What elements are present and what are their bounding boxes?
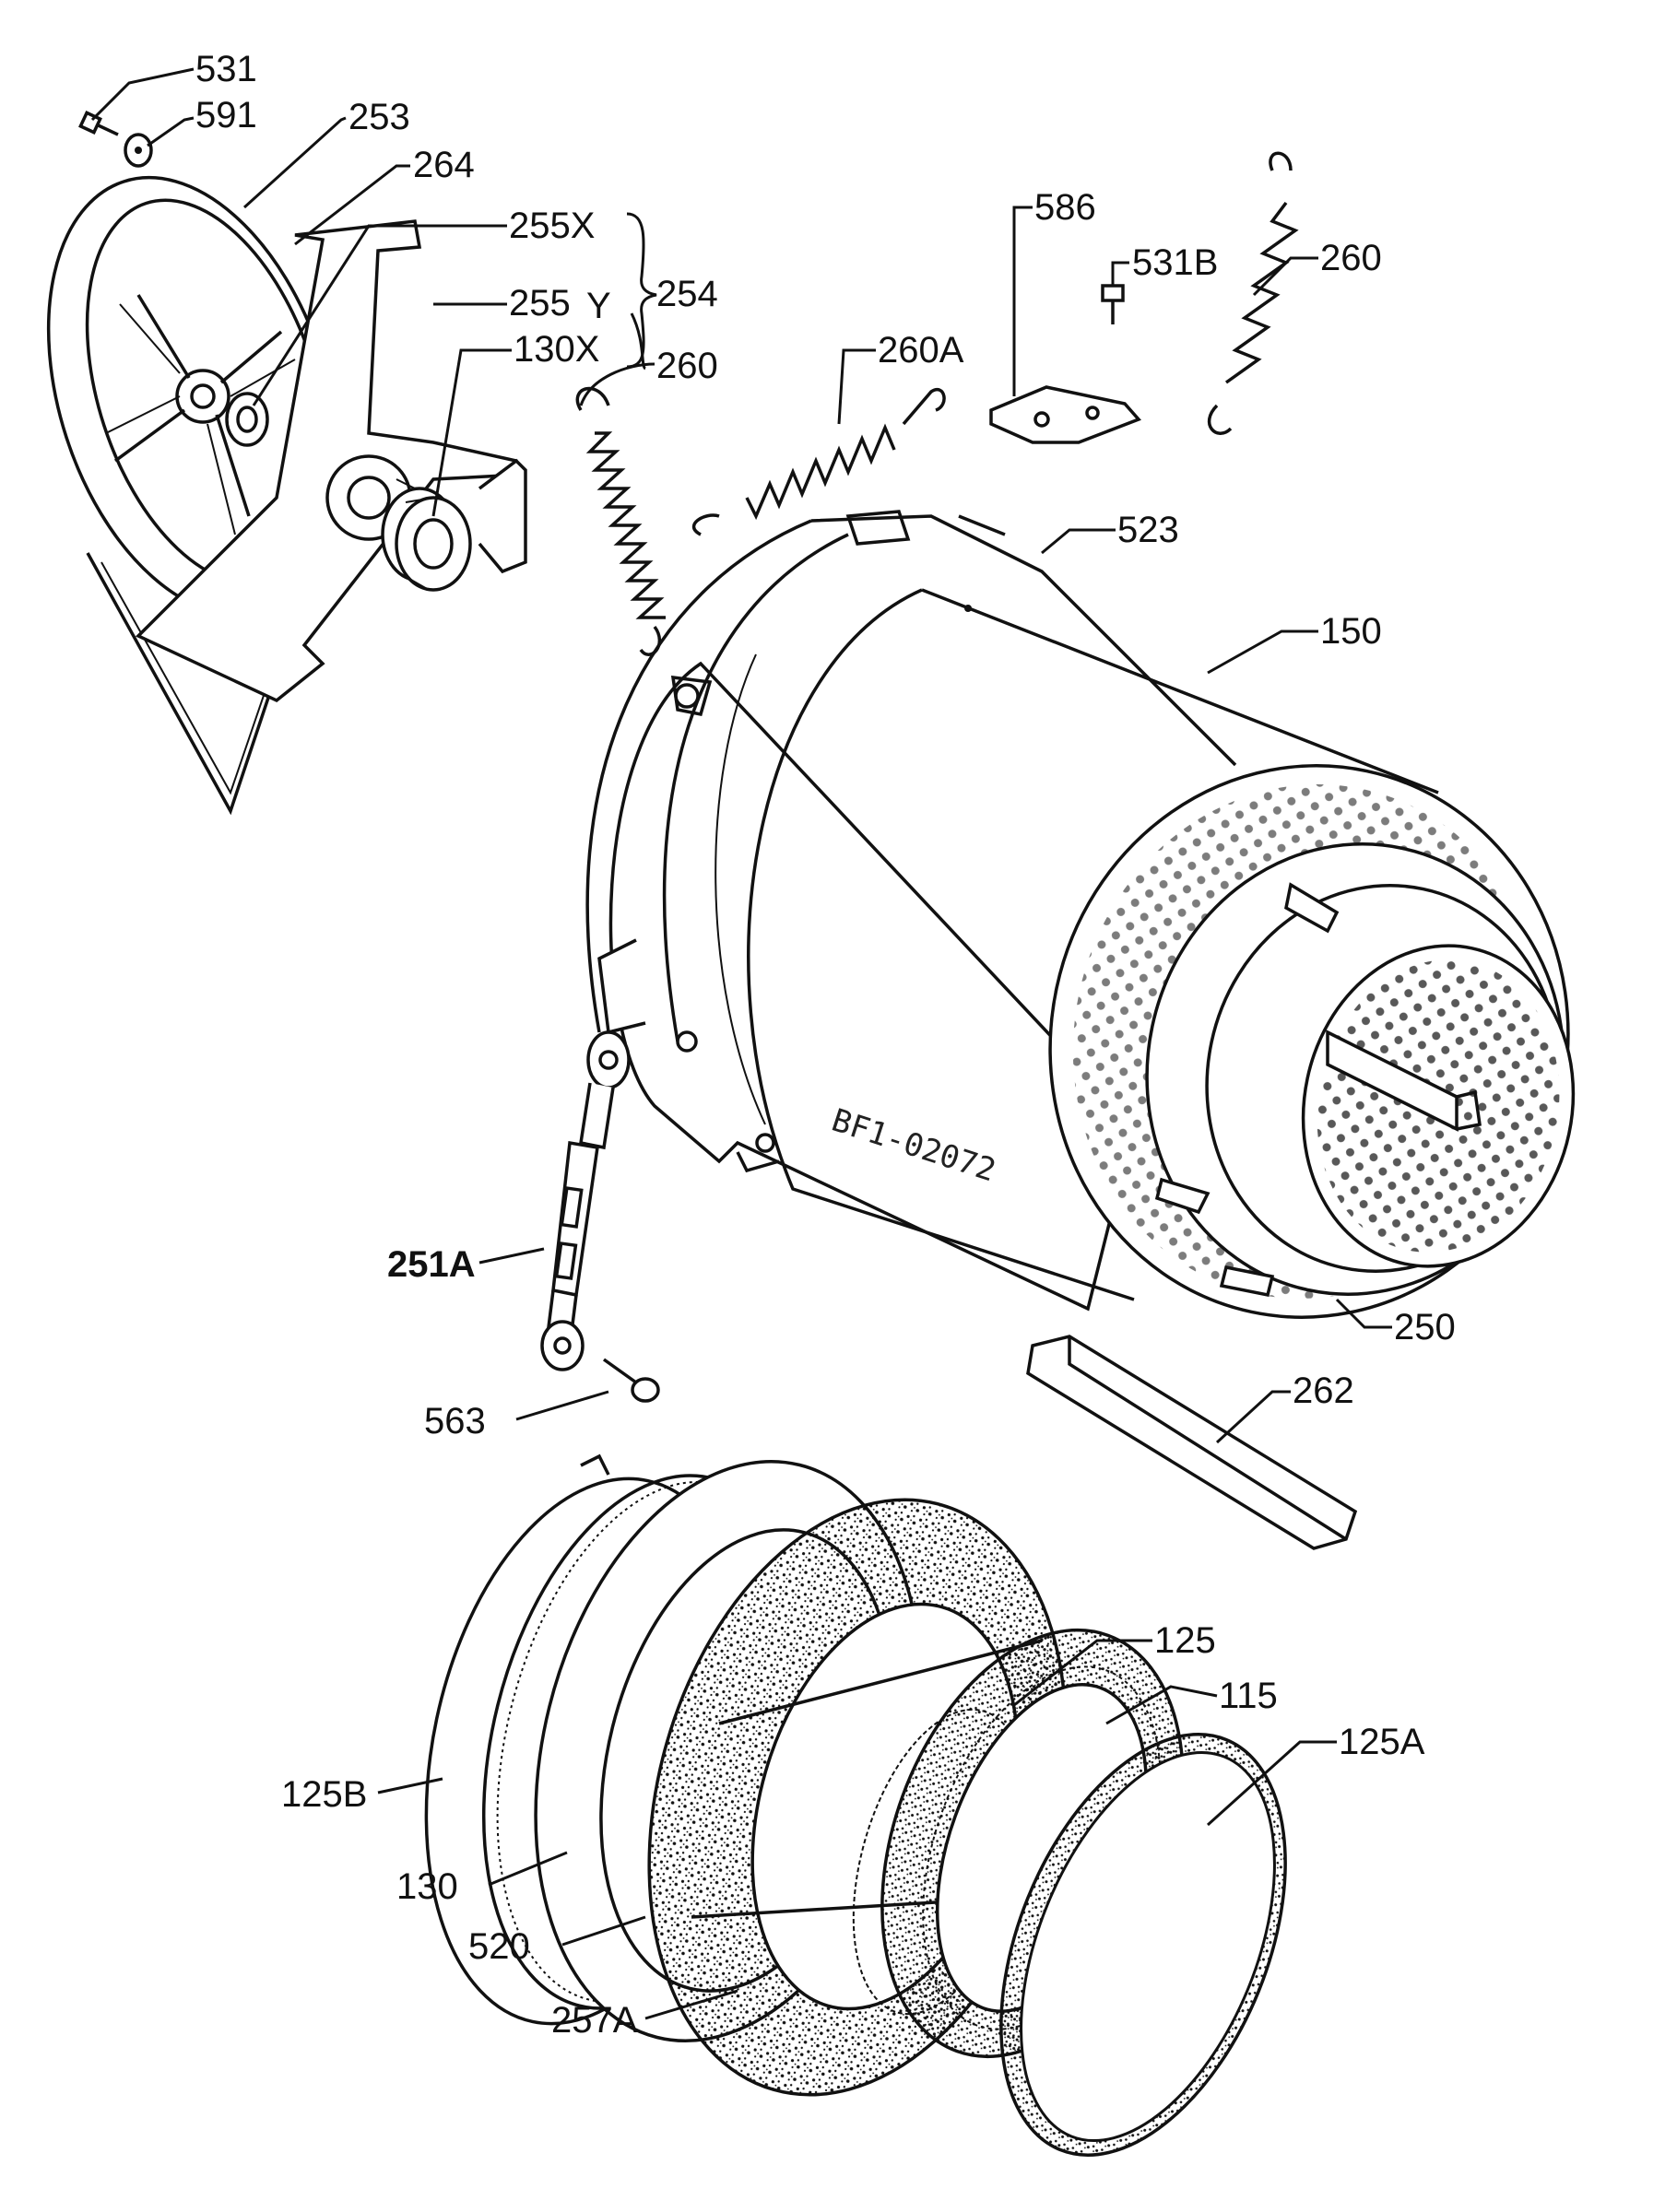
label-255-y: Y [586, 286, 611, 326]
tub-outer [585, 510, 1237, 1312]
label-520: 520 [468, 1926, 530, 1967]
drum-250 [1048, 764, 1576, 1319]
bearing-255X [225, 392, 269, 447]
washer-591 [124, 133, 153, 168]
leader-lines [90, 67, 1392, 2020]
screw-531B [1101, 284, 1125, 324]
label-531B: 531B [1132, 242, 1218, 283]
label-255: 255 [509, 283, 571, 324]
spring-260A [691, 388, 946, 536]
label-523: 523 [1117, 510, 1179, 550]
cylinder-150 [714, 588, 1439, 1301]
spider-arm [135, 219, 524, 703]
label-125B: 125B [281, 1774, 367, 1815]
label-115: 115 [1219, 1676, 1278, 1716]
clamp-125A [999, 1733, 1287, 2157]
label-255x: 255X [509, 206, 595, 246]
label-262: 262 [1293, 1371, 1354, 1411]
spider-bracket [478, 458, 527, 574]
shock-absorber-251A [540, 1030, 631, 1371]
label-260-right: 260 [1320, 238, 1382, 278]
label-586: 586 [1034, 187, 1096, 228]
label-130: 130 [396, 1866, 458, 1907]
label-257A: 257A [551, 2000, 638, 2041]
label-591: 591 [195, 95, 257, 135]
label-251A: 251A [387, 1244, 476, 1285]
bearing-130X [381, 487, 472, 592]
label-130x: 130X [514, 329, 599, 370]
label-264: 264 [413, 145, 475, 185]
label-250: 250 [1394, 1307, 1456, 1347]
pulley-assembly [46, 175, 527, 816]
label-260A: 260A [878, 330, 964, 371]
part-labels: 531 591 253 264 255X 255 Y 254 130X 260 … [195, 49, 1456, 2041]
label-260-left: 260 [656, 346, 718, 386]
bracket-586 [989, 385, 1141, 444]
label-125A: 125A [1339, 1722, 1425, 1762]
label-531: 531 [195, 49, 257, 89]
paddle-262 [1026, 1335, 1358, 1550]
bolt-563 [602, 1358, 660, 1403]
spring-260-left [575, 386, 666, 656]
spring-260-right [1207, 151, 1299, 435]
label-563: 563 [424, 1401, 486, 1441]
label-150: 150 [1320, 611, 1382, 652]
brace-254 [626, 212, 657, 369]
label-125: 125 [1154, 1620, 1216, 1661]
label-253: 253 [348, 97, 410, 137]
label-254: 254 [656, 274, 718, 314]
bolt-531 [78, 111, 119, 136]
